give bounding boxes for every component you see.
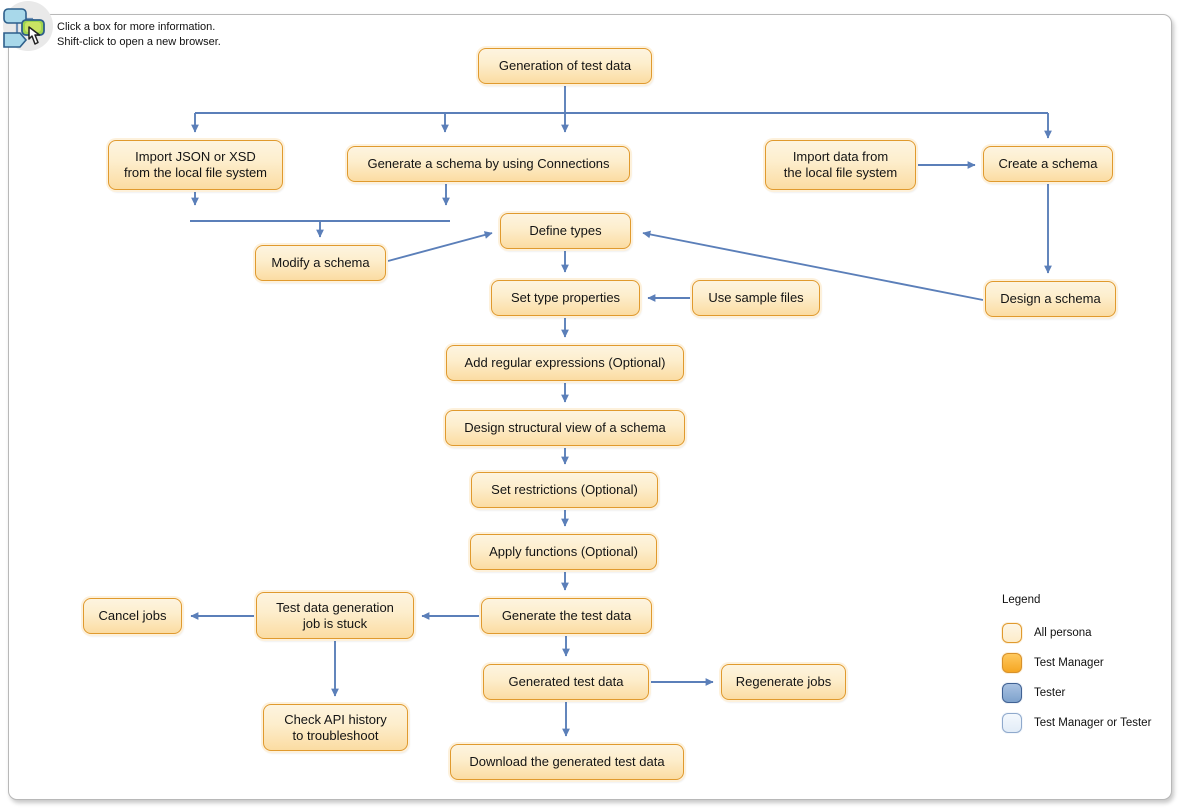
node-label: Apply functions (Optional): [489, 544, 638, 559]
legend-item-tester: Tester: [1002, 678, 1172, 708]
hint-line-1: Click a box for more information.: [57, 21, 216, 33]
node-label: Use sample files: [708, 290, 804, 305]
hint-line-2: Shift-click to open a new browser.: [57, 35, 221, 48]
node-label: Design structural view of a schema: [464, 420, 666, 435]
legend-item-all-persona: All persona: [1002, 618, 1172, 648]
node-create-a-schema[interactable]: Create a schema: [983, 146, 1113, 182]
legend-item-test-manager-or-tester: Test Manager or Tester: [1002, 708, 1172, 738]
node-set-restrictions[interactable]: Set restrictions (Optional): [471, 472, 658, 508]
node-label: Add regular expressions (Optional): [464, 355, 666, 370]
node-label: Design a schema: [1000, 291, 1101, 306]
node-generate-the-test-data[interactable]: Generate the test data: [481, 598, 652, 634]
legend-swatch-all-persona-icon: [1002, 623, 1022, 643]
legend-label: Test Manager: [1034, 657, 1104, 669]
node-define-types[interactable]: Define types: [500, 213, 631, 249]
node-apply-functions[interactable]: Apply functions (Optional): [470, 534, 657, 570]
node-label: Generate a schema by using Connections: [367, 156, 610, 171]
node-label: Generate the test data: [501, 608, 632, 623]
node-download-generated-test-data[interactable]: Download the generated test data: [450, 744, 684, 780]
node-label: Create a schema: [998, 156, 1098, 171]
node-generate-schema-connections[interactable]: Generate a schema by using Connections: [347, 146, 630, 182]
node-set-type-properties[interactable]: Set type properties: [491, 280, 640, 316]
legend-swatch-tester-icon: [1002, 683, 1022, 703]
node-label: Regenerate jobs: [735, 674, 832, 689]
node-cancel-jobs[interactable]: Cancel jobs: [83, 598, 182, 634]
node-label: Download the generated test data: [469, 754, 665, 769]
node-label: Modify a schema: [271, 255, 370, 270]
node-label: Generation of test data: [498, 58, 632, 73]
node-modify-a-schema[interactable]: Modify a schema: [255, 245, 386, 281]
node-generated-test-data[interactable]: Generated test data: [483, 664, 649, 700]
legend-swatch-test-manager-icon: [1002, 653, 1022, 673]
node-design-a-schema[interactable]: Design a schema: [985, 281, 1116, 317]
node-add-regular-expressions[interactable]: Add regular expressions (Optional): [446, 345, 684, 381]
legend-label: Test Manager or Tester: [1034, 717, 1152, 729]
legend-item-test-manager: Test Manager: [1002, 648, 1172, 678]
legend: Legend All persona Test Manager Tester T…: [1002, 594, 1172, 738]
hint-text: Click a box for more information. Shift-…: [57, 20, 221, 49]
node-label: Set restrictions (Optional): [491, 482, 638, 497]
node-label: Set type properties: [510, 290, 621, 305]
legend-label: All persona: [1034, 627, 1092, 639]
node-label: Define types: [529, 223, 602, 238]
node-label: Cancel jobs: [98, 608, 167, 623]
node-label: Generated test data: [508, 674, 624, 689]
node-design-structural-view[interactable]: Design structural view of a schema: [445, 410, 685, 446]
node-use-sample-files[interactable]: Use sample files: [692, 280, 820, 316]
node-regenerate-jobs[interactable]: Regenerate jobs: [721, 664, 846, 700]
legend-swatch-test-manager-or-tester-icon: [1002, 713, 1022, 733]
node-generation-of-test-data[interactable]: Generation of test data: [478, 48, 652, 84]
flowchart-cursor-icon: [3, 1, 53, 51]
legend-title: Legend: [1002, 594, 1041, 606]
legend-label: Tester: [1034, 687, 1066, 699]
